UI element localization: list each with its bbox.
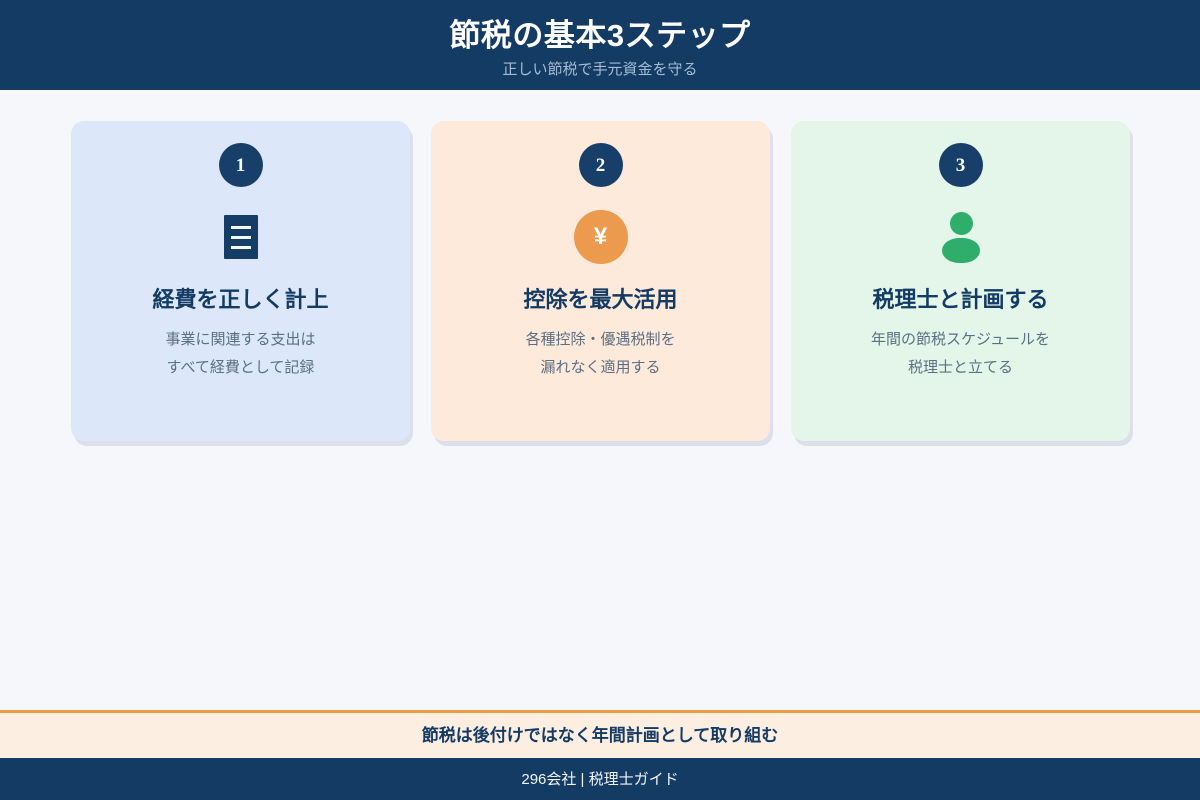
- person-icon-body: [941, 238, 980, 263]
- step-description-2: 各種控除・優遇税制を 漏れなく適用する: [525, 331, 676, 376]
- receipt-icon-line: [230, 225, 251, 229]
- receipt-icon: [223, 215, 258, 259]
- page-subtitle: 正しい節税で手元資金を守る: [502, 60, 698, 78]
- page-header: 節税の基本3ステップ 正しい節税で手元資金を守る: [0, 0, 1200, 90]
- receipt-icon-line: [230, 245, 251, 249]
- step-title-1: 経費を正しく計上: [152, 287, 329, 312]
- footer-brand-text: 296会社 | 税理士ガイド: [521, 770, 679, 788]
- step-card-1[interactable]: 1 経費を正しく計上 事業に関連する支出は すべて経費として記録: [71, 121, 410, 441]
- receipt-icon-line: [230, 235, 251, 239]
- step-description-1: 事業に関連する支出は すべて経費として記録: [165, 331, 316, 376]
- steps-container: 1 経費を正しく計上 事業に関連する支出は すべて経費として記録 2 ¥ 控除を…: [71, 121, 1130, 441]
- footer-bar: 296会社 | 税理士ガイド: [0, 758, 1200, 800]
- step-title-3: 税理士と計画する: [872, 287, 1049, 312]
- step-card-2[interactable]: 2 ¥ 控除を最大活用 各種控除・優遇税制を 漏れなく適用する: [431, 121, 770, 441]
- step-number-badge-3: 3: [938, 143, 983, 187]
- footer-banner-text: 節税は後付けではなく年間計画として取り組む: [421, 726, 779, 745]
- step-card-3[interactable]: 3 税理士と計画する 年間の節税スケジュールを 税理士と立てる: [791, 121, 1130, 441]
- footer-highlight-banner: 節税は後付けではなく年間計画として取り組む: [0, 710, 1200, 758]
- page-title: 節税の基本3ステップ: [449, 17, 751, 53]
- step-number-badge-2: 2: [578, 143, 623, 187]
- step-icon-slot-3: [939, 209, 983, 265]
- step-icon-slot-2: ¥: [573, 209, 628, 265]
- yen-coin-icon: ¥: [573, 210, 628, 264]
- step-description-3: 年間の節税スケジュールを 税理士と立てる: [871, 331, 1050, 376]
- person-icon-head: [949, 212, 973, 235]
- step-number-badge-1: 1: [218, 143, 263, 187]
- step-icon-slot-1: [223, 209, 258, 265]
- step-title-2: 控除を最大活用: [523, 287, 678, 312]
- person-icon: [939, 212, 983, 263]
